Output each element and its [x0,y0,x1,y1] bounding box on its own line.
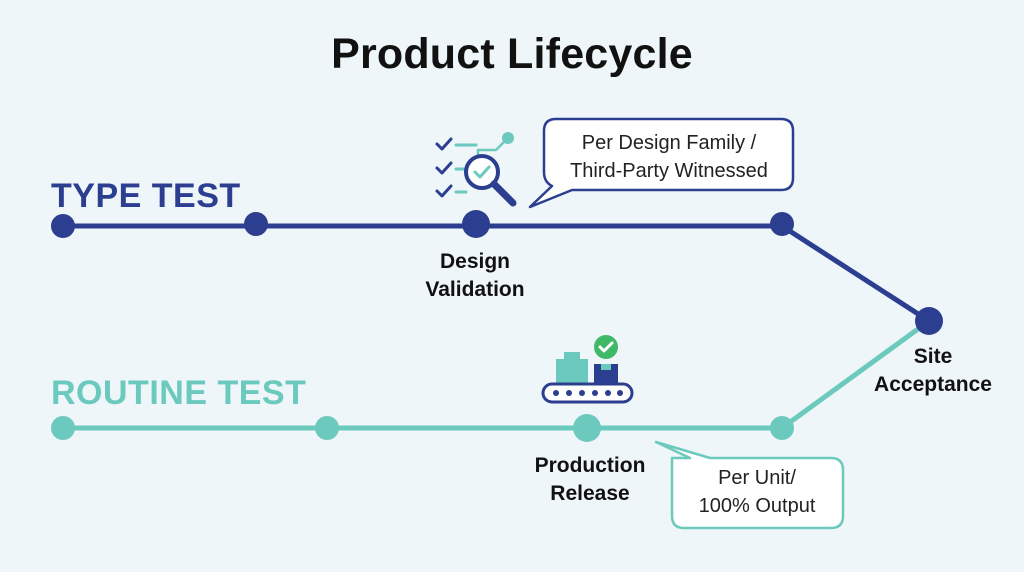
type-test-callout [528,117,795,209]
design-validation-label: Design Validation [395,248,555,304]
type-test-callout-text: Per Design Family / Third-Party Witnesse… [548,129,790,185]
routine-test-label: ROUTINE TEST [51,374,307,412]
routine-node-2 [315,416,339,440]
type-node-2 [244,212,268,236]
type-node-4 [770,212,794,236]
routine-test-callout [654,440,845,530]
type-node-design-validation [462,210,490,238]
production-release-line2: Release [550,482,630,505]
routine-test-callout-line2: 100% Output [698,495,816,517]
site-acceptance-line1: Site [913,345,953,368]
design-validation-line1: Design [439,250,510,273]
site-acceptance-label: Site Acceptance [858,343,1008,399]
type-test-callout-line2: Third-Party Witnessed [570,160,768,182]
page-title: Product Lifecycle [331,30,693,78]
design-validation-line2: Validation [425,278,525,301]
routine-test-callout-line1: Per Unit/ [718,467,796,489]
routine-node-production-release [573,414,601,442]
production-release-line1: Production [534,454,646,477]
checklist-magnifier-icon [435,132,517,207]
type-node-1 [51,214,75,238]
node-site-acceptance [915,307,943,335]
routine-test-callout-text: Per Unit/ 100% Output [671,464,843,520]
conveyor-boxes-check-icon [541,335,634,404]
type-test-callout-line1: Per Design Family / [581,132,757,154]
site-acceptance-line2: Acceptance [874,373,992,396]
routine-node-4 [770,416,794,440]
type-test-label: TYPE TEST [51,177,241,215]
routine-node-1 [51,416,75,440]
production-release-label: Production Release [510,452,670,508]
